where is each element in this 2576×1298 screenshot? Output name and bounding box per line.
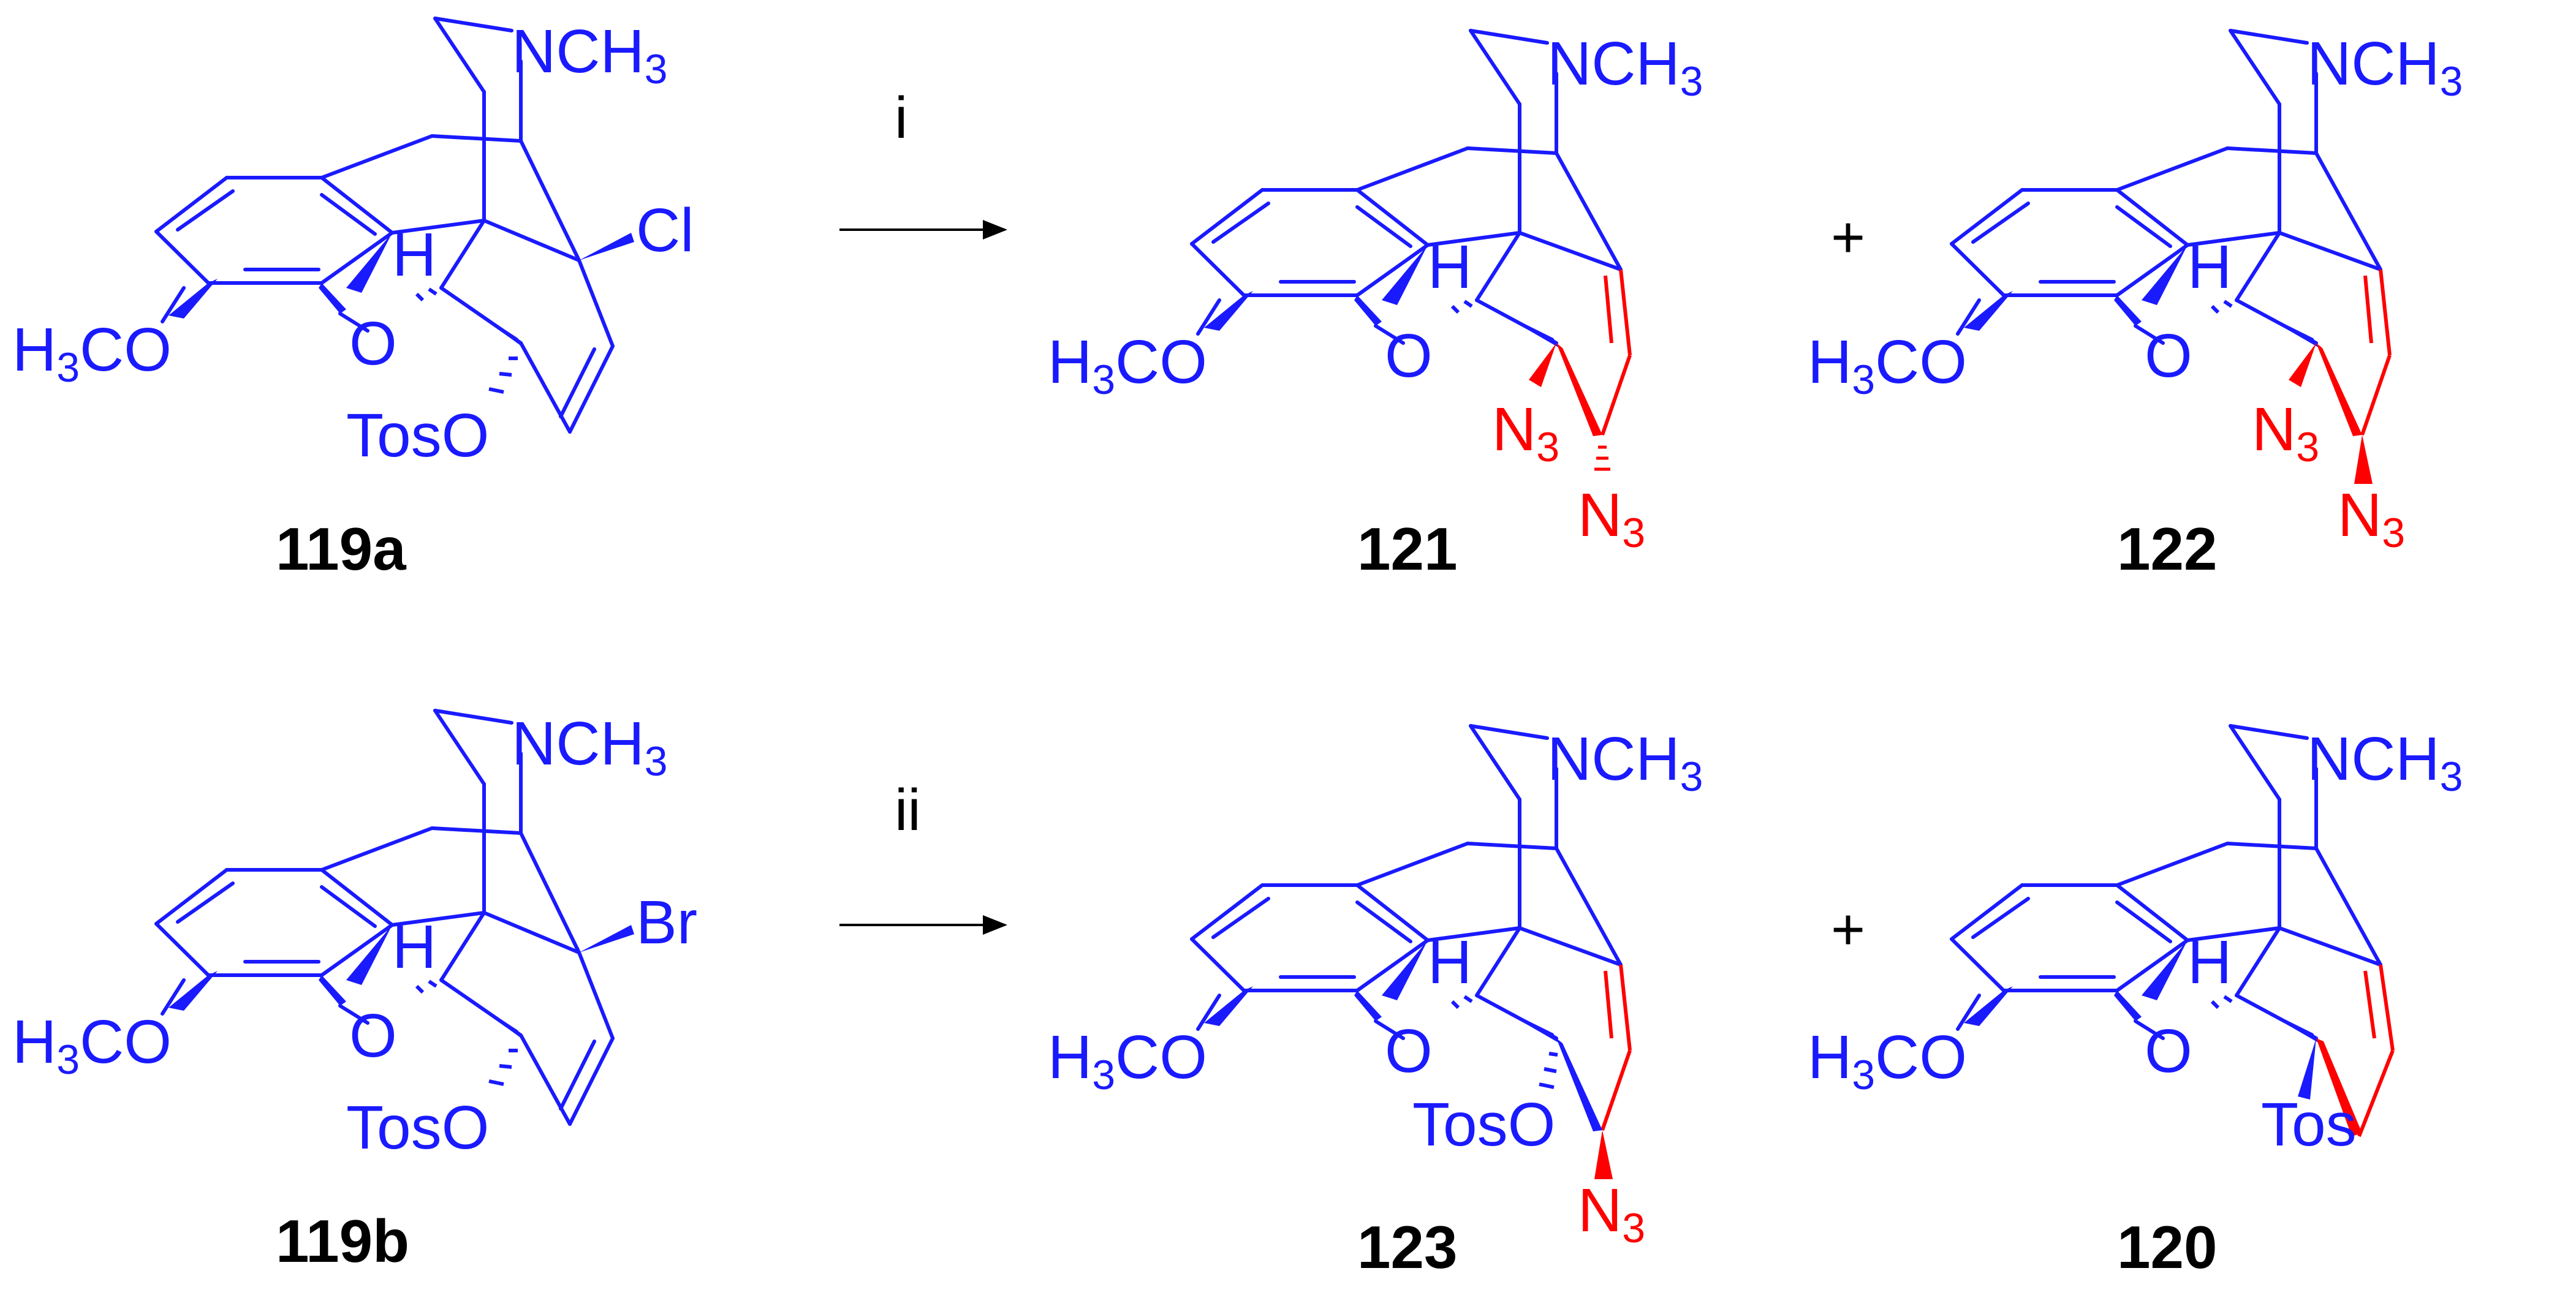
hydrogen-label: H [1428,928,1472,997]
methoxy-label: H3CO [1048,1023,1207,1098]
ring-oxygen-label: O [349,1002,397,1070]
plus-sign-2: + [1831,897,1865,962]
tosyloxy-label: TosO [1412,1090,1555,1159]
azide-label-a: N3 [1492,395,1559,470]
tosyloxy-label: TosO [346,401,489,470]
ring-oxygen-label: O [349,309,397,378]
molecule-120: NCH3 H O H3CO Tos 120 [1808,724,2463,1281]
ring-oxygen-label: O [2145,1017,2192,1085]
ring-oxygen-label: O [2145,322,2192,390]
tosyl-label: Tos [2261,1090,2357,1159]
hydrogen-label: H [392,913,436,981]
amine-label: NCH3 [512,17,667,92]
molecule-123: NCH3 H O H3CO TosO N3 123 [1048,724,1703,1281]
methoxy-label: H3CO [12,315,172,391]
amine-label: NCH3 [2307,725,2463,800]
methoxy-label: H3CO [1808,1023,1967,1098]
ring-oxygen-label: O [1385,322,1433,390]
compound-label-123: 123 [1357,1213,1458,1281]
halogen-label: Br [636,888,697,957]
ring-oxygen-label: O [1385,1017,1433,1085]
hydrogen-label: H [1428,233,1472,301]
compound-label-121: 121 [1357,515,1458,583]
azide-label: N3 [1578,1176,1645,1251]
molecule-119b: NCH3 Br H O H3CO TosO 119b [12,709,697,1275]
amine-label: NCH3 [1547,725,1703,800]
molecule-122: NCH3 H O H3CO N3 N3 122 [1808,29,2463,583]
tosyloxy-label: TosO [346,1093,489,1162]
azide-label-a: N3 [2252,395,2319,470]
hydrogen-label: H [2188,233,2232,301]
molecule-119a: NCH3 Cl H O H3CO TosO 119a [12,17,694,583]
compound-label-122: 122 [2117,515,2218,583]
methoxy-label: H3CO [1808,328,1967,403]
hydrogen-label: H [2188,928,2232,997]
compound-label-119b: 119b [276,1207,409,1275]
reaction-arrow-ii: ii [839,777,1007,935]
azide-label-b: N3 [1578,481,1645,556]
methoxy-label: H3CO [12,1008,172,1083]
amine-label: NCH3 [512,709,667,785]
reagent-label-i: i [895,85,907,151]
plus-sign-1: + [1831,205,1865,270]
methoxy-label: H3CO [1048,328,1207,403]
reaction-arrow-i: i [839,85,1007,240]
reagent-label-ii: ii [895,777,921,843]
molecule-121: NCH3 H O H3CO N3 N3 121 [1048,29,1703,583]
azide-label-b: N3 [2338,481,2405,556]
halogen-label: Cl [636,196,694,265]
compound-label-120: 120 [2117,1213,2218,1281]
amine-label: NCH3 [1547,29,1703,105]
hydrogen-label: H [392,221,436,289]
compound-label-119a: 119a [276,515,407,583]
amine-label: NCH3 [2307,29,2463,105]
